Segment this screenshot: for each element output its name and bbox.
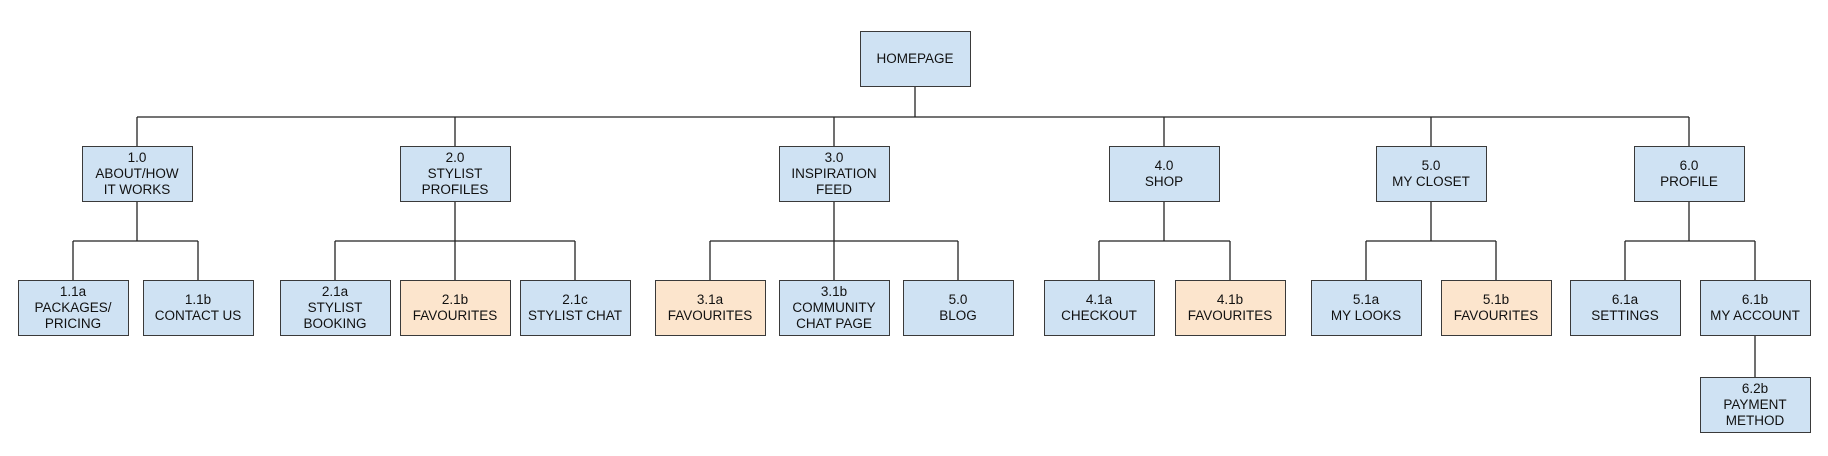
node-label: SHOP	[1144, 174, 1184, 189]
node-label: MY ACCOUNT	[1710, 308, 1800, 323]
node-label: STYLIST	[307, 300, 363, 315]
node-number: 5.0	[948, 292, 968, 307]
node-label: INSPIRATION	[791, 166, 877, 181]
node-number: 4.1a	[1085, 292, 1113, 307]
node-label: FAVOURITES	[1187, 308, 1273, 323]
node-label: CHAT PAGE	[796, 316, 872, 331]
node-number: 1.0	[127, 150, 147, 165]
node-number: 6.2b	[1741, 381, 1769, 396]
node-label: PACKAGES/	[34, 300, 112, 315]
node-label: ABOUT/HOW	[95, 166, 179, 181]
node-label: STYLIST CHAT	[527, 308, 623, 323]
node-number: 2.0	[445, 150, 465, 165]
node-number: 6.1b	[1741, 292, 1769, 307]
node-number: 2.1a	[321, 284, 349, 299]
node-number: 6.0	[1679, 158, 1699, 173]
node-label: PAYMENT	[1723, 397, 1787, 412]
node-label: MY CLOSET	[1392, 174, 1470, 189]
node-number: 3.0	[824, 150, 844, 165]
node-number: 4.0	[1154, 158, 1174, 173]
node-label: BLOG	[939, 308, 977, 323]
node-number: 2.1c	[562, 292, 588, 307]
node-label: PRICING	[44, 316, 102, 331]
node-label: STYLIST	[427, 166, 483, 181]
node-number: 5.1b	[1482, 292, 1510, 307]
node-label: PROFILE	[1660, 174, 1718, 189]
node-number: 3.1a	[696, 292, 724, 307]
node-number: 5.1a	[1352, 292, 1380, 307]
node-number: 5.0	[1421, 158, 1441, 173]
node-label: CONTACT US	[154, 308, 242, 323]
node-label: FAVOURITES	[1453, 308, 1539, 323]
node-number: 1.1b	[184, 292, 212, 307]
node-label: COMMUNITY	[792, 300, 876, 315]
node-number: 1.1a	[59, 284, 87, 299]
node-label: IT WORKS	[103, 182, 171, 197]
node-label: PROFILES	[421, 182, 489, 197]
node-number: 2.1b	[441, 292, 469, 307]
node-label: METHOD	[1725, 413, 1785, 428]
node-number: 3.1b	[820, 284, 848, 299]
node-label: SETTINGS	[1591, 308, 1659, 323]
node-label: FAVOURITES	[667, 308, 753, 323]
node-number: 4.1b	[1216, 292, 1244, 307]
node-label: FEED	[815, 182, 852, 197]
node-homepage: HOMEPAGE	[859, 31, 971, 87]
node-label: MY LOOKS	[1330, 308, 1402, 323]
node-label: FAVOURITES	[412, 308, 498, 323]
node-label: HOMEPAGE	[876, 51, 954, 66]
node-label: CHECKOUT	[1061, 308, 1137, 323]
node-label: BOOKING	[303, 316, 367, 331]
node-number: 6.1a	[1611, 292, 1639, 307]
